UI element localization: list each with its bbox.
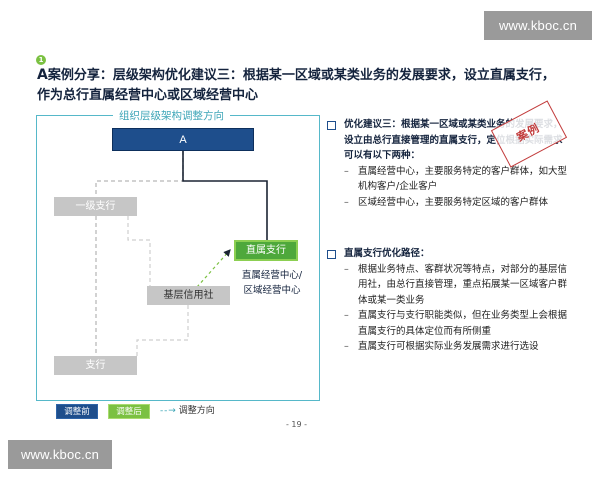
legend-after: 调整后 (108, 404, 150, 419)
checkbox-bullet-icon (327, 121, 336, 130)
slide-title: A案例分享：层级架构优化建议三：根据某一区域或某类业务的发展要求，设立直属支行，… (37, 65, 567, 106)
section-path-heading-text: 直属支行优化路径： (344, 248, 430, 259)
list-item-text: 直属经营中心，主要服务特定的客户群体，如大型机构客户/企业客户 (358, 165, 568, 193)
direct-branch-caption: 直属经营中心/ 区域经营中心 (233, 268, 311, 298)
diagram-title: 组织层级架构调整方向 (113, 108, 230, 123)
watermark-top: www.kboc.cn (484, 11, 592, 40)
watermark-bottom: www.kboc.cn (8, 440, 112, 469)
list-item-text: 直属支行可根据实际业务发展需求进行选设 (358, 341, 539, 352)
new-link-top-to-direct (182, 151, 268, 240)
legend-before: 调整前 (56, 404, 98, 419)
list-item: – 直属经营中心，主要服务特定的客户群体，如大型机构客户/企业客户 (327, 164, 567, 195)
list-item: – 直属支行可根据实际业务发展需求进行选设 (327, 339, 567, 355)
dash-bullet-icon: – (344, 196, 349, 208)
old-link-local-to-branch (136, 305, 189, 356)
list-item: – 区域经营中心，主要服务特定区域的客户群体 (327, 195, 567, 211)
dash-bullet-icon: – (344, 263, 349, 275)
dash-bullet-icon: – (344, 341, 349, 352)
list-item-text: 根据业务特点、客群状况等特点，对部分的基层信用社，由总行直接管理，重点拓展某一区… (358, 263, 568, 306)
list-item: – 直属支行与支行职能类似，但在业务类型上会根据直属支行的具体定位而有所侧重 (327, 308, 567, 339)
list-item-text: 直属支行与支行职能类似，但在业务类型上会根据直属支行的具体定位而有所侧重 (358, 310, 568, 337)
page-badge: 1 (36, 55, 46, 65)
section-recommendation: 优化建议三：根据某一区域或某类业务的发展要求，设立由总行直接管理的直属支行，定位… (327, 117, 567, 210)
checkbox-bullet-icon (327, 250, 336, 259)
node-direct-branch: 直属支行 (234, 240, 298, 261)
old-link-top-to-level1 (95, 151, 184, 197)
adjustment-arrow (188, 249, 231, 297)
legend-arrow: - - →调整方向 (160, 404, 215, 419)
node-level1-branch: 一级支行 (54, 197, 137, 216)
list-item: – 根据业务特点、客群状况等特点，对部分的基层信用社，由总行直接管理，重点拓展某… (327, 262, 567, 309)
legend-arrow-label: 调整方向 (178, 406, 215, 416)
dash-bullet-icon: – (344, 165, 349, 177)
dashed-arrow-icon: - - → (160, 406, 176, 416)
section-path-heading: 直属支行优化路径： (327, 246, 567, 262)
slide-title-text: 案例分享：层级架构优化建议三：根据某一区域或某类业务的发展要求，设立直属支行，作… (37, 68, 555, 103)
slide-title-lead: A (37, 67, 48, 83)
node-local-credit-coop: 基层信用社 (147, 286, 230, 305)
list-item-text: 区域经营中心，主要服务特定区域的客户群体 (358, 196, 549, 208)
section-recommendation-heading: 优化建议三：根据某一区域或某类业务的发展要求，设立由总行直接管理的直属支行，定位… (327, 117, 567, 164)
page-number: - 19 - (286, 420, 308, 429)
node-branch: 支行 (54, 356, 137, 375)
dash-bullet-icon: – (344, 310, 349, 321)
section-optimization-path: 直属支行优化路径： – 根据业务特点、客群状况等特点，对部分的基层信用社，由总行… (327, 246, 567, 355)
section-recommendation-heading-text: 优化建议三：根据某一区域或某类业务的发展要求，设立由总行直接管理的直属支行，定位… (344, 119, 563, 161)
direct-caption-line2: 区域经营中心 (243, 285, 301, 296)
node-top-a: A (112, 128, 254, 151)
direct-caption-line1: 直属经营中心/ (241, 270, 303, 281)
old-link-level1-to-local (127, 216, 151, 286)
